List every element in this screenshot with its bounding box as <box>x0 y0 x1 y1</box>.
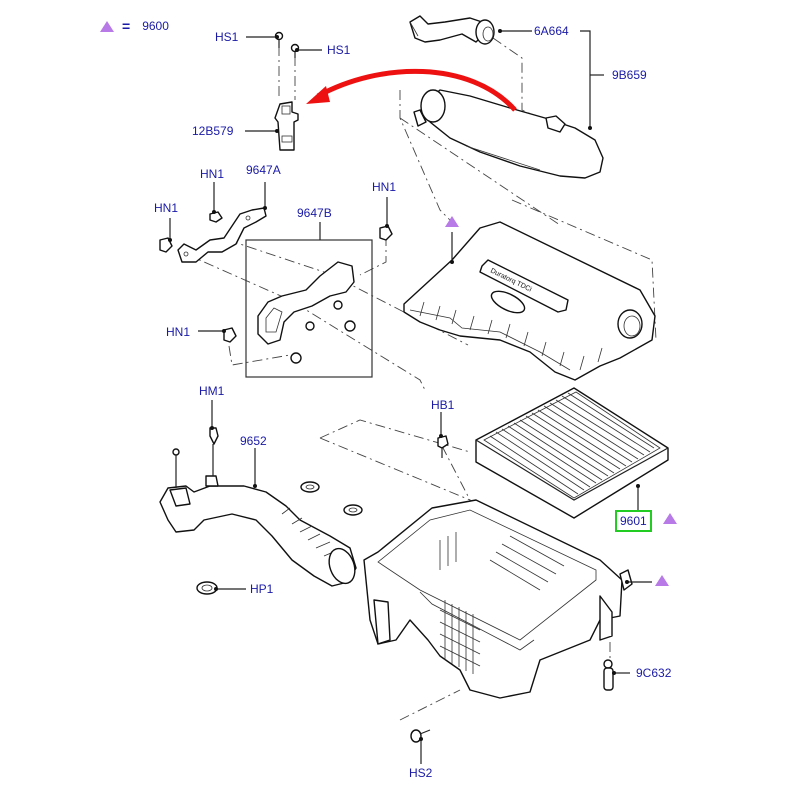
grommets <box>196 481 363 595</box>
filter-element-9601 <box>475 387 669 519</box>
callout-hs1-right[interactable]: HS1 <box>327 43 351 57</box>
air-cleaner-cover: Duratorq TDCi <box>403 221 656 381</box>
callout-12b579[interactable]: 12B579 <box>192 124 234 138</box>
intake-duct-9b659 <box>413 89 604 179</box>
drain-valve-9c632 <box>603 659 614 691</box>
legend: = 9600 <box>100 18 169 34</box>
legend-equals: = <box>122 18 131 34</box>
callout-9b659[interactable]: 9B659 <box>612 68 647 82</box>
fasteners-hm1 <box>172 427 219 488</box>
nuts-hn1-upper <box>159 211 393 343</box>
bolt-hb1 <box>437 435 449 458</box>
callout-9c632[interactable]: 9C632 <box>636 666 672 680</box>
red-relocation-arrow <box>306 68 517 112</box>
callout-hs2[interactable]: HS2 <box>409 766 433 780</box>
resonator-duct-9652 <box>159 475 357 587</box>
screw-hs2 <box>410 729 431 743</box>
bracket-9647a <box>177 207 267 263</box>
callout-hn1-a[interactable]: HN1 <box>200 167 225 181</box>
callout-6a664[interactable]: 6A664 <box>534 24 569 38</box>
callout-9647b[interactable]: 9647B <box>297 206 332 220</box>
triangle-marker-icon <box>100 20 114 32</box>
leader-lines <box>168 29 652 764</box>
callout-9652[interactable]: 9652 <box>240 434 267 448</box>
callout-hn1-d[interactable]: HN1 <box>166 325 191 339</box>
bracket-9647b-box <box>245 239 373 378</box>
callout-hn1-b[interactable]: HN1 <box>154 201 179 215</box>
triangle-marker-icon <box>663 513 677 524</box>
callout-hs1-left[interactable]: HS1 <box>215 30 239 44</box>
callout-9601-selected[interactable]: 9601 <box>615 510 652 532</box>
callout-hb1[interactable]: HB1 <box>431 398 455 412</box>
triangle-marker-icon <box>445 216 459 227</box>
mass-air-flow-sensor <box>274 101 299 151</box>
air-cleaner-housing <box>363 499 633 699</box>
hose-6a664 <box>409 15 495 45</box>
triangle-marker-icon <box>655 575 669 586</box>
legend-part-number[interactable]: 9600 <box>142 19 169 33</box>
callout-hm1[interactable]: HM1 <box>199 384 225 398</box>
callout-hp1[interactable]: HP1 <box>250 582 274 596</box>
callout-hn1-c[interactable]: HN1 <box>372 180 397 194</box>
callout-9647a[interactable]: 9647A <box>246 163 281 177</box>
